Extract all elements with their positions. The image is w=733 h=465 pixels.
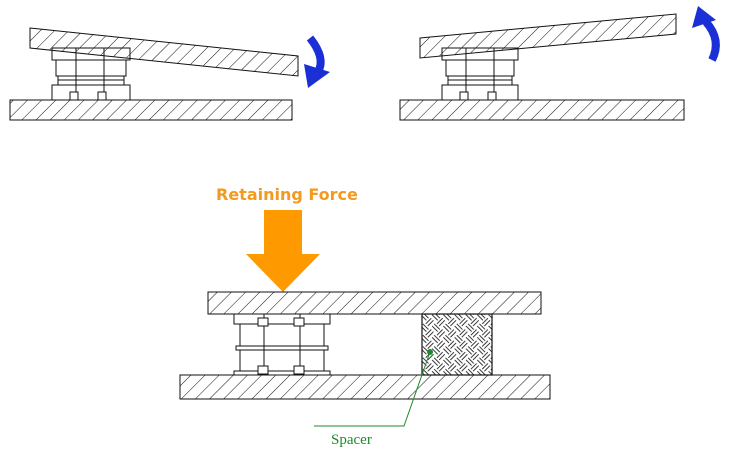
top-plate-left xyxy=(29,27,299,77)
force-down-arrow-icon xyxy=(246,210,320,292)
tilt-diagram-right xyxy=(399,6,720,121)
base-plate-bottom xyxy=(179,374,551,400)
base-plate-left xyxy=(9,99,293,121)
rotation-arrow-clockwise-icon xyxy=(304,35,330,88)
retaining-force-label: Retaining Force xyxy=(216,185,358,204)
retaining-diagram: Retaining Force Sp xyxy=(179,185,551,448)
rotation-arrow-counterclockwise-icon xyxy=(692,6,720,62)
support-assembly-bottom xyxy=(233,313,331,376)
tilt-diagram-left xyxy=(9,27,330,121)
base-plate-right xyxy=(399,99,685,121)
spacer-leader-line xyxy=(314,351,431,427)
top-plate-right xyxy=(419,13,677,59)
support-assembly-right xyxy=(441,47,519,101)
top-plate-bottom xyxy=(207,291,542,315)
spacer-label: Spacer xyxy=(331,432,372,448)
spacer-block xyxy=(421,313,493,376)
